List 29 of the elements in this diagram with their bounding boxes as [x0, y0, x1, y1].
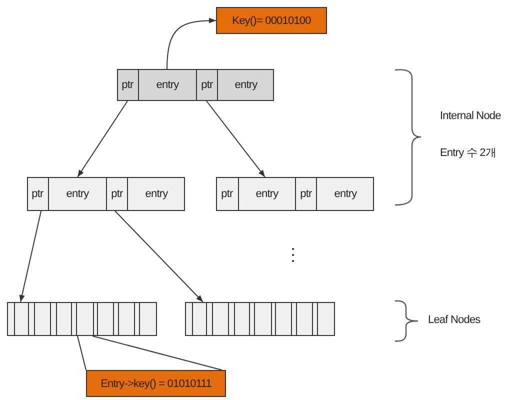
arrow	[19, 210, 42, 302]
record-cell: ptr	[106, 178, 127, 210]
record-cell: entry	[48, 178, 106, 210]
record-cell: entry	[127, 178, 185, 210]
record-cell: entry	[217, 70, 274, 100]
brace-label: Entry 수 2개	[440, 146, 496, 160]
record-cell: ptr	[196, 70, 217, 100]
record-cell: ptr	[117, 70, 138, 100]
leader-line	[92, 336, 222, 370]
brace-label: Internal Node	[440, 110, 501, 122]
arrow	[166, 18, 216, 70]
leader-line	[77, 336, 86, 370]
record-cell: ptr	[27, 178, 48, 210]
arrow	[206, 100, 266, 178]
brace-label: Leaf Nodes	[428, 314, 480, 326]
arrow	[77, 100, 128, 178]
record-box	[27, 177, 185, 211]
record-box	[216, 177, 374, 211]
record-box	[117, 69, 274, 101]
record-cell: entry	[316, 178, 374, 210]
key-box: Key()= 00010100	[216, 7, 327, 34]
key-box: Entry->key() = 01010111	[86, 370, 226, 397]
record-cell: ptr	[295, 178, 316, 210]
leaf-node-box	[185, 302, 335, 336]
record-cell: entry	[238, 178, 295, 210]
record-cell: entry	[138, 70, 196, 100]
arrow	[114, 210, 204, 302]
record-cell: ptr	[216, 178, 238, 210]
leaf-node-box	[7, 302, 157, 336]
